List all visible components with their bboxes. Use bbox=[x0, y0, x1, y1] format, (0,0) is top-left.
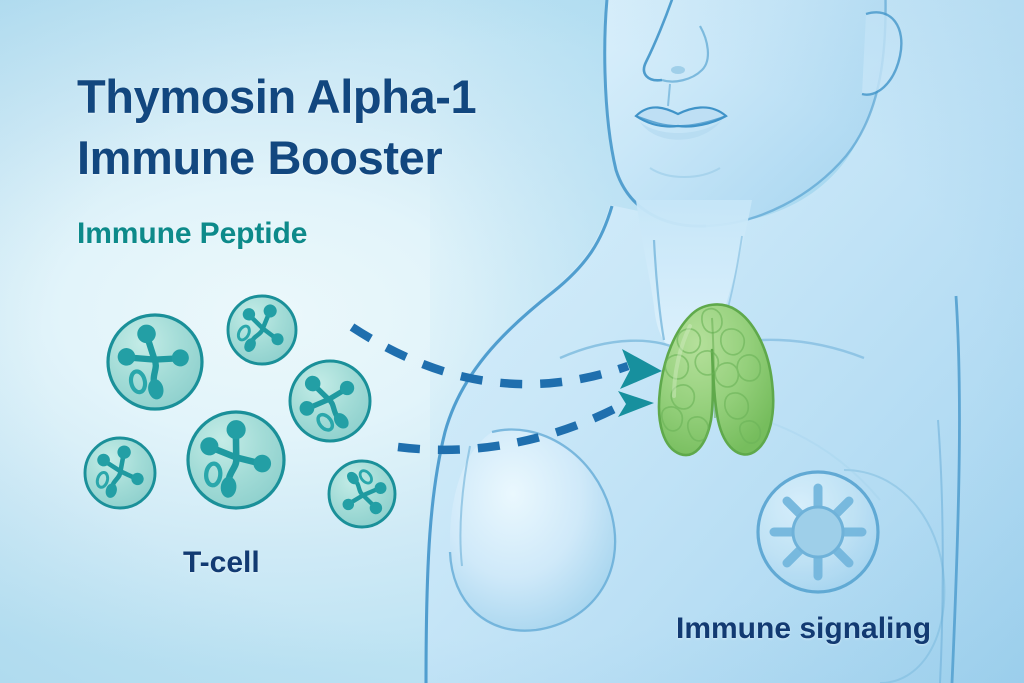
dashed-arrow-icon bbox=[349, 323, 662, 455]
t-cell-icon bbox=[286, 358, 371, 444]
t-cell-icon bbox=[186, 410, 286, 510]
t-cell-icon bbox=[228, 294, 296, 364]
page-subtitle: Immune Peptide bbox=[77, 217, 308, 250]
label-tcell: T-cell bbox=[183, 546, 260, 579]
t-cell-group bbox=[83, 294, 397, 529]
t-cell-icon bbox=[83, 436, 157, 510]
thymus-gland-icon bbox=[657, 303, 775, 457]
t-cell-icon bbox=[328, 460, 397, 529]
page-title: Thymosin Alpha-1 Immune Booster bbox=[77, 70, 477, 185]
immune-signal-burst-icon bbox=[756, 470, 880, 594]
t-cell-icon bbox=[106, 313, 204, 411]
label-immune-signaling: Immune signaling bbox=[676, 612, 932, 645]
